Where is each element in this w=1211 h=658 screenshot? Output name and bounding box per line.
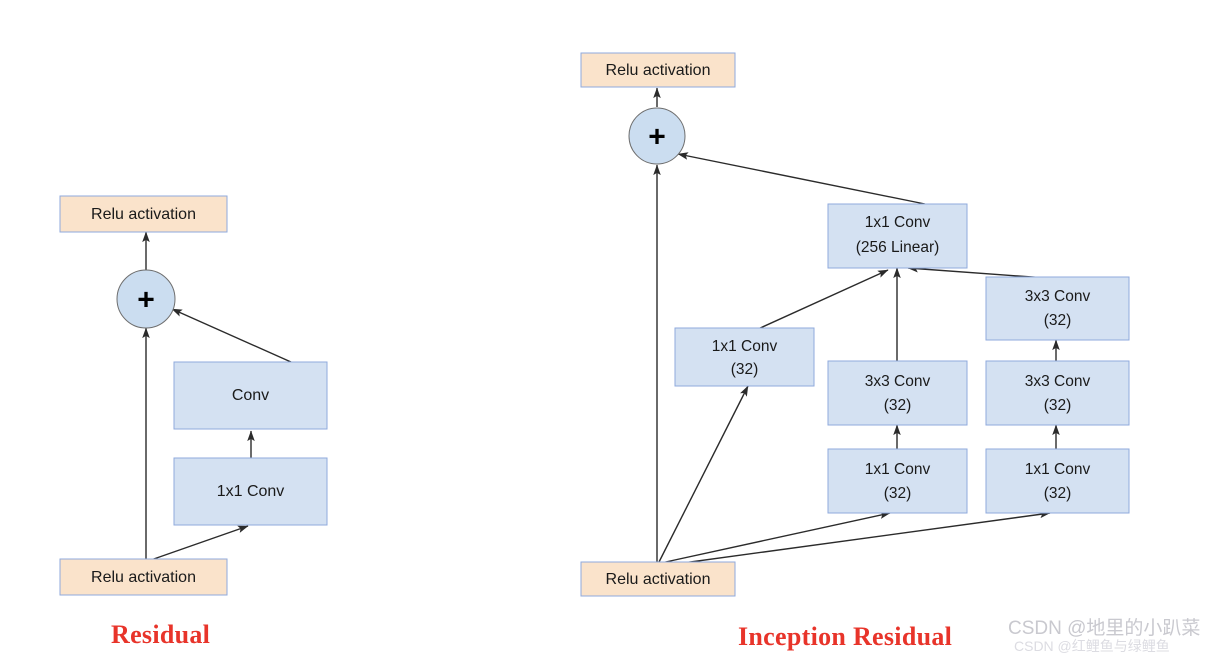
watermark-line-2: CSDN @红鲤鱼与绿鲤鱼 — [1014, 638, 1170, 653]
inception-conv1x1-256-box — [827, 203, 968, 269]
edge-inc-branch-a-to-conv256 — [757, 269, 889, 330]
inception-branch-c-3x3-top-label-line2: (32) — [1044, 312, 1072, 329]
edge-inc-branch-c-to-conv256 — [907, 264, 1047, 279]
residual-conv1x1-box — [173, 457, 328, 526]
residual-output-relu-box — [59, 195, 228, 233]
residual-conv-box — [173, 361, 328, 430]
edge-inc-conv256-to-sum — [677, 152, 926, 205]
residual-diagram: Relu activation + Conv 1x1 Conv Relu act… — [59, 195, 328, 649]
inception-branch-b-1x1-label-line1: 1x1 Conv — [865, 461, 931, 478]
inception-branch-c-3x3-top-box — [985, 276, 1130, 341]
inception-branch-a-1x1-node[interactable]: 1x1 Conv (32) — [674, 327, 815, 387]
inception-branch-a-1x1-label-line2: (32) — [731, 361, 759, 378]
residual-output-relu-label: Relu activation — [91, 206, 196, 223]
inception-branch-b-1x1-node[interactable]: 1x1 Conv (32) — [827, 448, 968, 514]
inception-output-relu-node[interactable]: Relu activation — [580, 52, 736, 88]
edge-input-relu-to-conv1x1 — [147, 525, 249, 562]
residual-output-relu-node[interactable]: Relu activation — [59, 195, 228, 233]
inception-branch-b-1x1-box — [827, 448, 968, 514]
residual-sum-circle — [116, 269, 176, 329]
residual-conv1x1-node[interactable]: 1x1 Conv — [173, 457, 328, 526]
inception-branch-b-3x3-box — [827, 360, 968, 426]
inception-branch-c-1x1-box — [985, 448, 1130, 514]
inception-sum-node[interactable]: + — [628, 107, 686, 165]
watermark-line-1: CSDN @地里的小趴菜 — [1008, 617, 1200, 639]
inception-branch-b-3x3-label-line2: (32) — [884, 397, 912, 414]
residual-sum-plus-icon: + — [137, 284, 155, 317]
residual-input-relu-box — [59, 558, 228, 596]
inception-output-relu-box — [580, 52, 736, 88]
inception-conv1x1-256-label-line1: 1x1 Conv — [865, 214, 931, 231]
inception-input-relu-box — [580, 561, 736, 597]
inception-branch-c-1x1-node[interactable]: 1x1 Conv (32) — [985, 448, 1130, 514]
edge-inc-input-relu-to-branch-b — [660, 511, 891, 564]
residual-caption: Residual — [111, 620, 210, 649]
inception-branch-b-3x3-label-line1: 3x3 Conv — [865, 373, 931, 390]
inception-branch-c-3x3-mid-node[interactable]: 3x3 Conv (32) — [985, 360, 1130, 426]
inception-branch-b-1x1-label-line2: (32) — [884, 485, 912, 502]
inception-branch-c-1x1-label-line2: (32) — [1044, 485, 1072, 502]
inception-branch-c-3x3-top-node[interactable]: 3x3 Conv (32) — [985, 276, 1130, 341]
residual-sum-node[interactable]: + — [116, 269, 176, 329]
inception-branch-b-3x3-node[interactable]: 3x3 Conv (32) — [827, 360, 968, 426]
watermark: CSDN @地里的小趴菜 CSDN @红鲤鱼与绿鲤鱼 — [1008, 617, 1200, 654]
inception-input-relu-node[interactable]: Relu activation — [580, 561, 736, 597]
residual-input-relu-label: Relu activation — [91, 569, 196, 586]
inception-conv1x1-256-node[interactable]: 1x1 Conv (256 Linear) — [827, 203, 968, 269]
inception-input-relu-label: Relu activation — [606, 571, 711, 588]
inception-branch-c-1x1-label-line1: 1x1 Conv — [1025, 461, 1091, 478]
inception-branch-c-3x3-mid-box — [985, 360, 1130, 426]
residual-conv1x1-label: 1x1 Conv — [217, 483, 285, 500]
inception-branch-c-3x3-mid-label-line1: 3x3 Conv — [1025, 373, 1091, 390]
inception-output-relu-label: Relu activation — [606, 62, 711, 79]
inception-sum-plus-icon: + — [648, 121, 666, 154]
inception-branch-a-1x1-label-line1: 1x1 Conv — [712, 338, 778, 355]
edge-inc-input-relu-to-branch-c — [660, 510, 1051, 567]
edge-inc-input-relu-to-branch-a — [658, 385, 749, 563]
residual-conv-label: Conv — [232, 387, 269, 404]
inception-residual-caption: Inception Residual — [738, 622, 952, 651]
residual-conv-node[interactable]: Conv — [173, 361, 328, 430]
inception-residual-diagram: Relu activation + 1x1 Conv (256 Linear) … — [580, 52, 1130, 651]
inception-sum-circle — [628, 107, 686, 165]
inception-conv1x1-256-label-line2: (256 Linear) — [856, 239, 940, 256]
inception-branch-c-3x3-top-label-line1: 3x3 Conv — [1025, 288, 1091, 305]
residual-input-relu-node[interactable]: Relu activation — [59, 558, 228, 596]
edge-conv-to-sum — [171, 308, 292, 363]
inception-branch-c-3x3-mid-label-line2: (32) — [1044, 397, 1072, 414]
inception-branch-a-1x1-box — [674, 327, 815, 387]
